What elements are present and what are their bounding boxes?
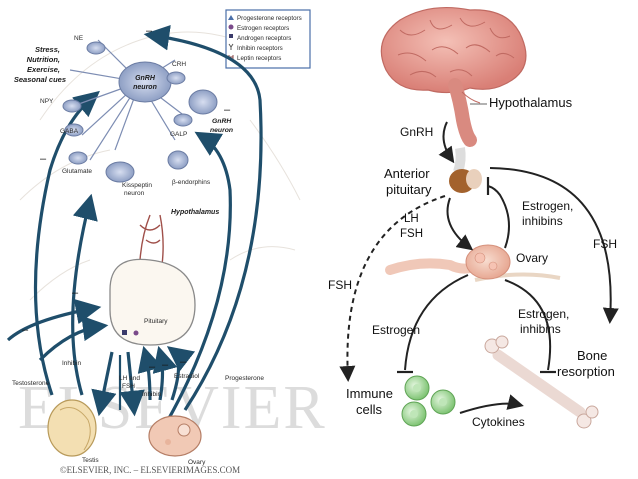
legend-progesterone: Progesterone receptors bbox=[237, 15, 302, 22]
testis-label: Testis bbox=[82, 457, 99, 464]
gnrh-neuron-center: GnRH neuron bbox=[69, 39, 191, 161]
svg-text:–: – bbox=[40, 153, 47, 165]
stress-line-4: Seasonal cues bbox=[14, 75, 66, 84]
svg-text:–: – bbox=[162, 359, 169, 371]
legend-androgen: Androgen receptors bbox=[237, 35, 291, 42]
bone-label-2: resorption bbox=[557, 364, 615, 379]
estrogen-label: Estrogen bbox=[372, 323, 420, 337]
svg-text:–: – bbox=[22, 324, 29, 336]
anterior-pituitary-illustration bbox=[449, 147, 482, 193]
svg-text:–: – bbox=[180, 356, 187, 368]
legend-leptin: Leptin receptors bbox=[237, 55, 281, 62]
galp-label: GALP bbox=[170, 131, 187, 138]
glutamate-label: Glutamate bbox=[62, 168, 92, 175]
svg-text:–: – bbox=[149, 361, 156, 373]
hypothalamus-label: Hypothalamus bbox=[489, 95, 573, 110]
right-panel: Hypothalamus GnRH Anterior pituitary Ova… bbox=[328, 6, 619, 429]
estrogen-inhibins-top-1: Estrogen, bbox=[522, 199, 573, 213]
afferent-neurons bbox=[62, 41, 218, 183]
inhibin-right-label: Inhibin bbox=[142, 391, 162, 398]
fsh-mid-label: FSH bbox=[400, 228, 423, 240]
estrogen-inhibins-bottom-1: Estrogen, bbox=[518, 307, 569, 321]
triangle-icon bbox=[228, 15, 234, 20]
bone-label-1: Bone bbox=[577, 348, 607, 363]
testis-organ bbox=[47, 399, 97, 457]
gnrh-right-label-2: neuron bbox=[210, 127, 233, 134]
progesterone-label: Progesterone bbox=[225, 375, 264, 382]
feedback-arrows bbox=[6, 25, 263, 421]
copyright-text: ©ELSEVIER, INC. – ELSEVIERIMAGES.COM bbox=[60, 465, 240, 475]
ovary-illustration bbox=[385, 244, 561, 282]
gnrh-label: GnRH bbox=[400, 125, 433, 139]
anterior-label-1: Anterior bbox=[384, 166, 430, 181]
svg-text:–: – bbox=[224, 104, 231, 116]
left-panel: ELSEVIER Progesterone receptors Estrogen… bbox=[6, 9, 325, 475]
stress-cues-text: Stress, Nutrition, Exercise, Seasonal cu… bbox=[14, 45, 66, 84]
inhibin-left-label: Inhibin bbox=[62, 360, 82, 367]
receptor-legend: Progesterone receptors Estrogen receptor… bbox=[225, 9, 311, 69]
gnrh-center-label-1: GnRH bbox=[135, 75, 156, 82]
svg-text:–: – bbox=[72, 287, 79, 299]
immune-cells-illustration bbox=[401, 375, 456, 427]
ne-label: NE bbox=[74, 35, 84, 42]
legend-estrogen: Estrogen receptors bbox=[237, 25, 289, 32]
ovary-organ-left bbox=[148, 415, 202, 457]
gnrh-center-label-2: neuron bbox=[133, 84, 157, 91]
regulation-arrows bbox=[339, 121, 619, 414]
immune-label-1: Immune bbox=[346, 386, 393, 401]
pituitary-label: Pituitary bbox=[144, 318, 168, 325]
bone-illustration bbox=[484, 335, 599, 429]
stress-line-1: Stress, bbox=[35, 45, 60, 54]
svg-text:–: – bbox=[146, 25, 153, 37]
kisspeptin-label-2: neuron bbox=[124, 190, 145, 197]
gaba-label: GABA bbox=[60, 128, 79, 135]
square-icon bbox=[229, 34, 233, 38]
y-icon bbox=[228, 43, 234, 50]
fsh-left-label: FSH bbox=[328, 278, 352, 292]
ovary-left-label: Ovary bbox=[188, 459, 206, 466]
hypothalamus-left-label: Hypothalamus bbox=[171, 209, 219, 216]
lh-label: LH bbox=[404, 213, 419, 225]
immune-label-2: cells bbox=[356, 402, 383, 417]
dot-icon bbox=[228, 24, 234, 30]
estrogen-inhibins-bottom-2: inhibins bbox=[520, 322, 561, 336]
stress-line-2: Nutrition, bbox=[27, 55, 60, 64]
testosterone-label: Testosterone bbox=[12, 380, 50, 387]
crh-label: CRH bbox=[172, 61, 186, 68]
lh-fsh-label-2: FSH bbox=[122, 383, 135, 390]
brain-illustration bbox=[380, 6, 527, 147]
fsh-right-label: FSH bbox=[593, 237, 617, 251]
stress-line-3: Exercise, bbox=[27, 65, 60, 74]
gnrh-right-label-1: GnRH bbox=[212, 118, 232, 125]
estrogen-inhibins-top-2: inhibins bbox=[522, 214, 563, 228]
legend-inhibin: Inhibin receptors bbox=[237, 45, 283, 52]
npy-label: NPY bbox=[40, 98, 54, 105]
endorphins-label: β-endorphins bbox=[172, 179, 211, 186]
anterior-label-2: pituitary bbox=[386, 182, 432, 197]
cytokines-label: Cytokines bbox=[472, 415, 525, 429]
estradiol-label: Estradiol bbox=[174, 373, 200, 380]
lh-fsh-label-1: LH and bbox=[119, 375, 140, 382]
pituitary-gland-left: Pituitary bbox=[109, 214, 196, 346]
ovary-right-label: Ovary bbox=[516, 251, 548, 265]
kisspeptin-label-1: Kisspeptin bbox=[122, 182, 152, 189]
